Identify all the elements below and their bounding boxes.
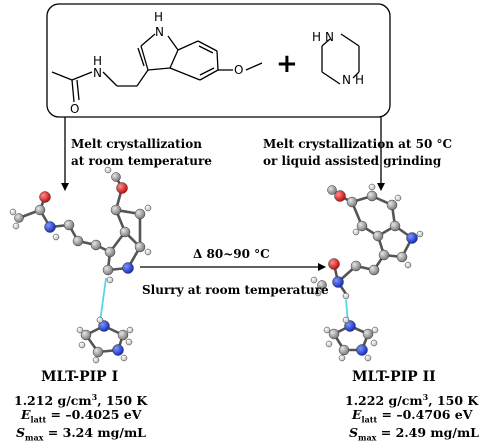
left-condition-line2: at room temperature [71, 154, 212, 168]
piperazine-structure [321, 33, 360, 85]
form1-density: 1.212 g/cm3, 150 K [14, 392, 148, 409]
melatonin-atom-n-indole: N [155, 25, 164, 39]
form2-lattice-energy: Elatt = –0.4706 eV [352, 407, 473, 425]
melatonin-structure [51, 33, 263, 103]
piperazine-atom-h-bottom: H [355, 73, 364, 87]
right-condition-line2: or liquid assisted grinding [263, 154, 442, 168]
form2-name: MLT-PIP II [352, 369, 436, 385]
piperazine-atom-n-top: N [325, 30, 334, 44]
melatonin-atom-labels: H N O H N O [70, 10, 243, 116]
right-condition-line1: Melt crystallization at 50 °C [263, 137, 453, 151]
melatonin-atom-h-indole: H [154, 10, 163, 24]
melatonin-atom-o-carbonyl: O [70, 102, 79, 116]
transform-condition-top: Δ 80~90 °C [193, 247, 270, 261]
melatonin-atom-h-amide: H [93, 54, 102, 68]
melatonin-atom-n-amide: N [93, 66, 102, 80]
form1-name: MLT-PIP I [41, 369, 119, 385]
melatonin-atom-o-methoxy: O [234, 63, 243, 77]
form1-lattice-energy: Elatt = –0.4025 eV [21, 407, 142, 425]
piperazine-atom-n-bottom: N [342, 73, 351, 87]
transform-condition-bottom: Slurry at room temperature [142, 283, 329, 297]
plus-sign: + [276, 49, 298, 79]
piperazine-atom-h-top: H [312, 30, 321, 44]
form1-crystal-structure [9, 166, 152, 364]
form2-max-solubility: Smax = 2.49 mg/mL [349, 425, 479, 443]
form2-density: 1.222 g/cm3, 150 K [345, 392, 479, 409]
form2-crystal-structure [310, 183, 424, 362]
reactants-box [46, 3, 391, 118]
piperazine-atom-labels: H N N H [312, 30, 364, 87]
form1-max-solubility: Smax = 3.24 mg/mL [16, 425, 146, 443]
left-condition-line1: Melt crystallization [71, 137, 202, 151]
